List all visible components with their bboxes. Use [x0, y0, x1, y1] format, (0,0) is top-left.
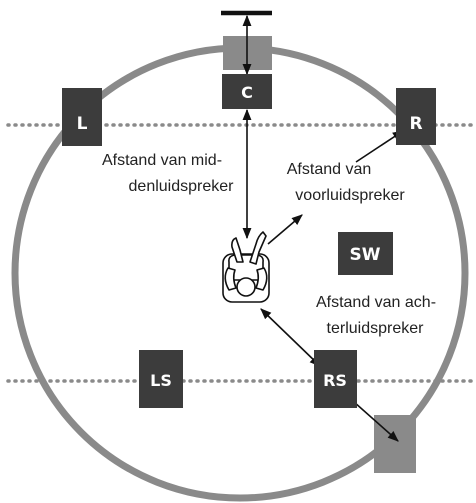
- speaker-subwoofer-box: [338, 232, 393, 275]
- listener-arm-left: [224, 267, 237, 291]
- front-distance-annotation: Afstand van voorluidspreker: [287, 161, 406, 204]
- front-distance-pointer: [267, 214, 303, 245]
- center-distance-line-1: Afstand van mid-: [102, 152, 222, 169]
- speaker-center-label: C: [241, 83, 253, 102]
- listener-arm-right: [255, 267, 268, 291]
- speaker-right-surround-box: [314, 350, 357, 408]
- rear-distance-annotation: Afstand van ach- terluidspreker: [316, 294, 436, 337]
- rear-distance-line-2: terluidspreker: [327, 320, 425, 337]
- speaker-right: R: [396, 88, 436, 145]
- speaker-right-surround-label: RS: [323, 371, 347, 390]
- speaker-right-surround: RS: [314, 350, 357, 408]
- speaker-left-box: [62, 88, 102, 146]
- front-distance-line-1: Afstand van: [287, 161, 372, 178]
- speaker-left-label: L: [77, 114, 88, 134]
- speaker-left-surround: LS: [139, 350, 183, 408]
- listener-head: [236, 277, 256, 297]
- speaker-right-label: R: [409, 114, 422, 134]
- speaker-left-surround-box: [139, 350, 183, 408]
- center-distance-annotation: Afstand van mid- denluidspreker: [102, 152, 234, 195]
- surround-ideal-position: [374, 415, 416, 473]
- listener-leg-right: [249, 231, 267, 265]
- rear-distance-line-1: Afstand van ach-: [316, 294, 436, 311]
- center-distance-line-2: denluidspreker: [129, 178, 235, 195]
- front-distance-line-2: voorluidspreker: [295, 187, 405, 204]
- speaker-subwoofer: SW: [338, 232, 393, 275]
- speaker-right-box: [396, 88, 436, 145]
- listener-figure: [222, 231, 270, 303]
- speaker-center-box: [222, 74, 272, 109]
- speaker-left-surround-label: LS: [150, 371, 172, 390]
- speaker-center: C: [222, 74, 272, 109]
- front-distance-arrow: [355, 130, 404, 163]
- speaker-left: L: [62, 88, 102, 146]
- listener-leg-left: [231, 237, 244, 263]
- speaker-subwoofer-label: SW: [350, 245, 381, 265]
- rear-distance-arrow: [260, 308, 321, 367]
